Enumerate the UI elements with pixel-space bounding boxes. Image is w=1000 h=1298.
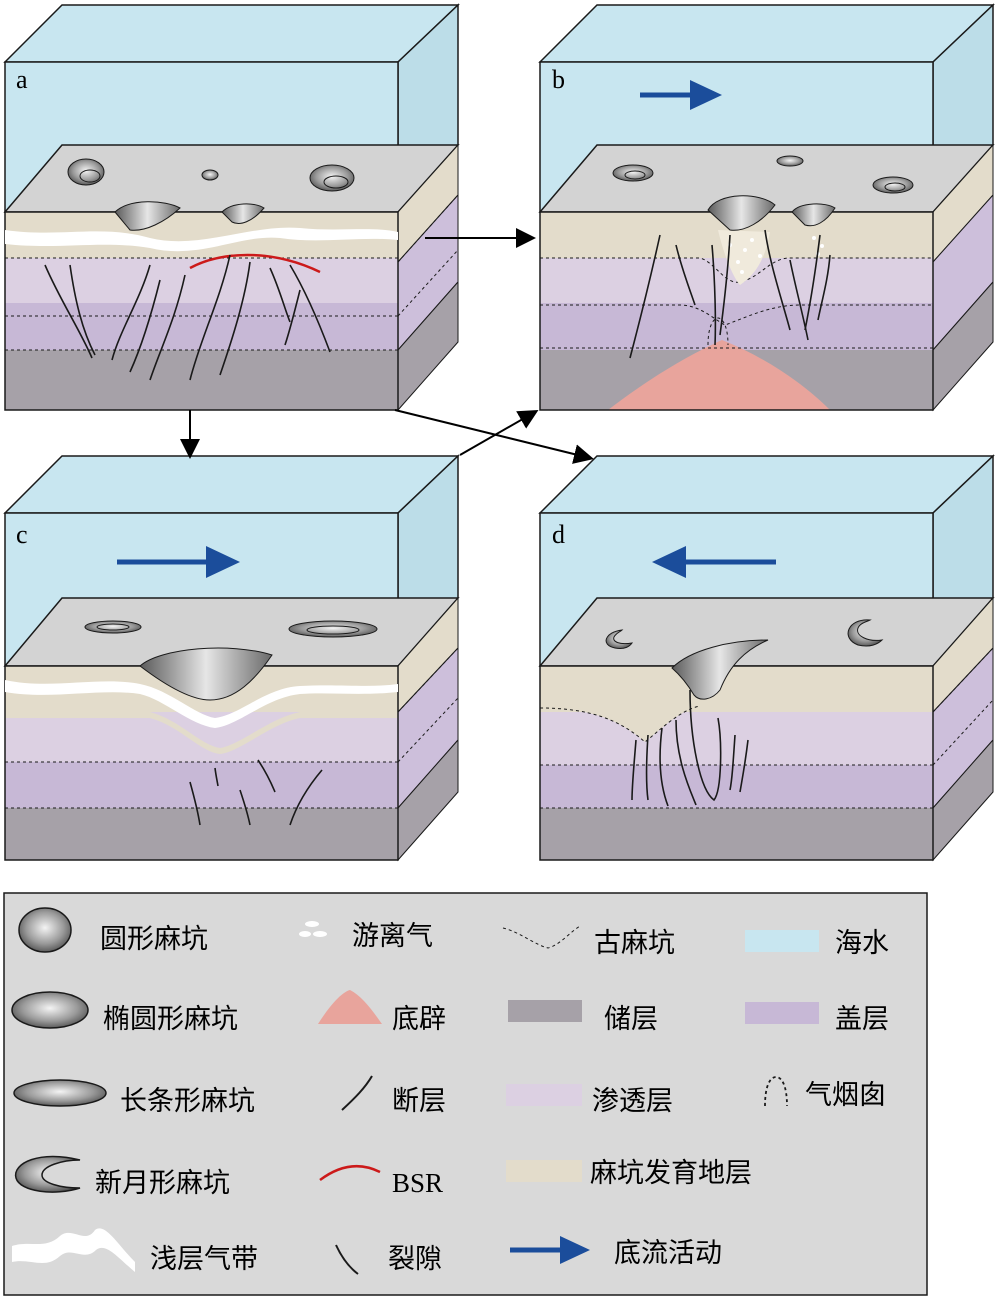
legend-gas-chimney: 气烟囱 [805, 1080, 886, 1111]
legend: 圆形麻坑 椭圆形麻坑 长条形麻坑 新月形麻坑 浅层气带 游离气 底辟 断层 BS… [3, 892, 928, 1296]
legend-diapir: 底辟 [392, 1004, 446, 1035]
legend-cap-layer: 盖层 [835, 1004, 889, 1035]
right-arrow-icon [117, 546, 240, 578]
panel-b: b [538, 3, 995, 412]
panel-c: c [3, 454, 460, 862]
legend-fissure: 裂隙 [388, 1244, 442, 1275]
elongated-pockmark-icon [13, 1079, 107, 1107]
legend-bottom-current: 底流活动 [614, 1238, 722, 1269]
panel-a: a [3, 3, 460, 412]
right-arrow-icon [640, 80, 722, 110]
panel-label: d [552, 520, 565, 549]
shallow-gas-zone-icon [12, 1228, 135, 1272]
fissure-icon [335, 1244, 359, 1275]
legend-fault: 断层 [392, 1086, 446, 1117]
paleo-pockmark-icon [502, 925, 581, 949]
legend-bsr: BSR [392, 1168, 443, 1198]
seawater-swatch [745, 930, 819, 952]
panel-label: b [552, 65, 565, 94]
legend-elongated-pockmark: 长条形麻坑 [120, 1086, 255, 1117]
legend-paleo-pockmark: 古麻坑 [594, 928, 675, 959]
legend-crescent-pockmark: 新月形麻坑 [95, 1168, 230, 1199]
left-arrow-icon [652, 546, 776, 578]
permeable-layer-swatch [506, 1084, 582, 1106]
diapir-icon [318, 990, 382, 1024]
legend-shallow-gas-zone: 浅层气带 [150, 1244, 258, 1275]
process-arrows [180, 228, 594, 464]
cap-layer-swatch [745, 1002, 819, 1024]
bsr-icon [319, 1165, 381, 1182]
reservoir-swatch [508, 1000, 582, 1022]
legend-reservoir: 储层 [604, 1004, 658, 1035]
circular-pockmark-icon [18, 907, 72, 953]
gas-chimney-icon [764, 1076, 788, 1107]
legend-seawater: 海水 [835, 928, 889, 959]
right-arrow-icon [510, 1236, 590, 1264]
fault-icon [341, 1075, 373, 1111]
elliptical-pockmark-icon [11, 991, 89, 1029]
legend-circular-pockmark: 圆形麻坑 [100, 924, 208, 955]
legend-pockmark-strata: 麻坑发育地层 [590, 1158, 752, 1189]
legend-elliptical-pockmark: 椭圆形麻坑 [103, 1004, 238, 1035]
legend-permeable-layer: 渗透层 [592, 1086, 673, 1117]
panel-label: a [16, 65, 28, 94]
free-gas-icon [299, 921, 327, 937]
crescent-pockmark-icon [14, 1155, 81, 1193]
legend-free-gas: 游离气 [352, 921, 433, 952]
panel-d: d [538, 454, 995, 862]
panel-label: c [16, 520, 28, 549]
pockmark-strata-swatch [506, 1160, 582, 1182]
